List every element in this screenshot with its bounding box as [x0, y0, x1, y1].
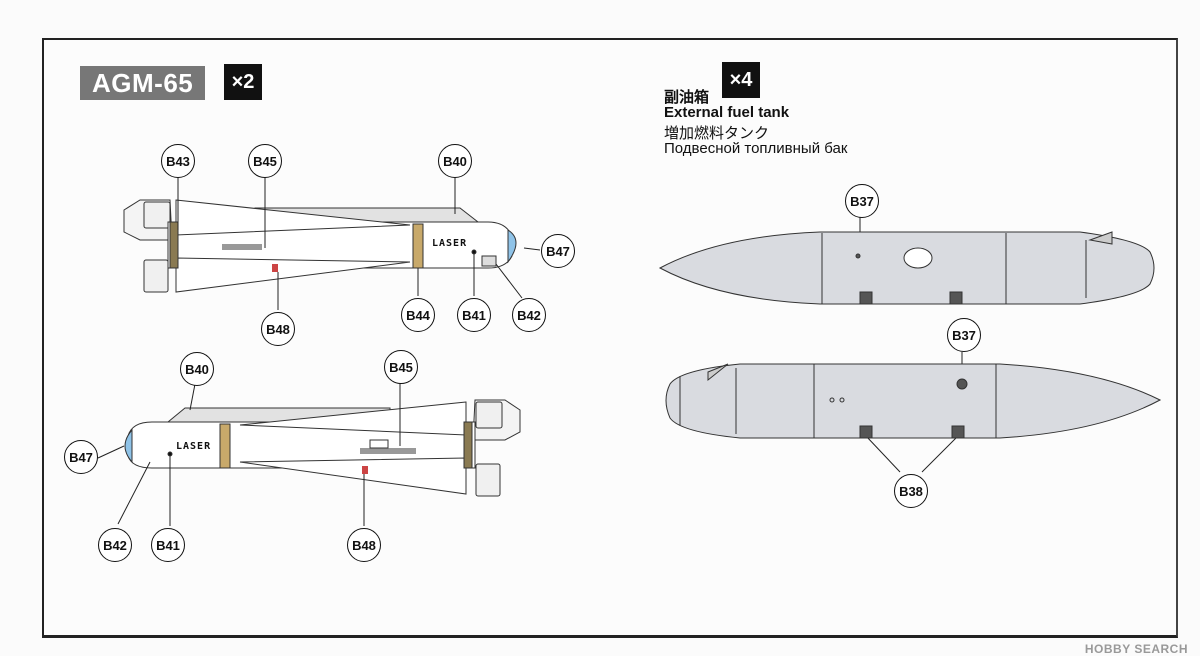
tank-bottom [665, 363, 1162, 439]
callout-b47-top: B47 [541, 234, 575, 268]
tank-bottom-vent-1 [829, 397, 835, 403]
callout-b40-bottom: B40 [180, 352, 214, 386]
missile-top-box [481, 255, 497, 267]
tank-bottom-vent-2 [839, 397, 845, 403]
callout-b47-bottom: B47 [64, 440, 98, 474]
callout-b41-top: B41 [457, 298, 491, 332]
missile-top-wing-upper [175, 199, 411, 236]
callout-b40-top: B40 [438, 144, 472, 178]
missile-top-dot [471, 249, 477, 255]
callout-b42-bottom: B42 [98, 528, 132, 562]
watermark: HOBBY SEARCH [1084, 642, 1188, 656]
leader-lines [97, 178, 963, 526]
missile-top-red-mark [272, 264, 278, 272]
tank-bottom-mount-1 [859, 425, 873, 439]
tank-top-dot [855, 253, 861, 259]
callout-b48-top: B48 [261, 312, 295, 346]
callout-b48-bottom: B48 [347, 528, 381, 562]
tank-top [658, 231, 1155, 305]
missile-bottom-red-mark [362, 466, 368, 474]
missile-bottom-wing-lower [239, 457, 467, 495]
missile-top-seeker [507, 229, 517, 264]
tank-name-ru: Подвесной топливный бак [664, 140, 848, 157]
tank-bottom-filler-cap [956, 378, 968, 390]
missile-top-rear-tube-bottom [143, 259, 169, 293]
callout-b44-top: B44 [401, 298, 435, 332]
tank-bottom-mount-2 [951, 425, 965, 439]
tank-name-jp: 増加燃料タンク [664, 125, 770, 142]
missile-bottom: LASER [124, 399, 521, 497]
tank-bottom-fin [707, 363, 729, 382]
tank-name-en: External fuel tank [664, 104, 790, 121]
callout-b43-top: B43 [161, 144, 195, 178]
callout-b41-bottom: B41 [151, 528, 185, 562]
tank-name-cn: 副油箱 [664, 89, 710, 106]
missile-bottom-wing-upper [239, 401, 467, 436]
callout-b37-tank-bottom: B37 [947, 318, 981, 352]
missile-top-laser-text: LASER [432, 238, 467, 249]
missile-top-band-mid [412, 223, 424, 269]
callout-b45-bottom: B45 [384, 350, 418, 384]
missile-top-wing-lower [175, 257, 411, 293]
missile-bottom-dot [167, 451, 173, 457]
callout-b42-top: B42 [512, 298, 546, 332]
missile-bottom-marking [360, 448, 416, 454]
missile-bottom-band-mid [219, 423, 231, 469]
missile-bottom-laser-text: LASER [176, 441, 211, 452]
missile-bottom-band-rear [463, 421, 473, 469]
tank-top-fin [1088, 231, 1113, 245]
missile-bottom-box [369, 439, 389, 449]
tank-top-body [658, 231, 1155, 305]
tank-top-filler-cap [903, 247, 933, 269]
missile-top-band-rear [169, 221, 179, 269]
callout-b45-top: B45 [248, 144, 282, 178]
tank-bottom-body [665, 363, 1162, 439]
tank-top-mount-2 [949, 291, 963, 305]
missile-top-marking [222, 244, 262, 250]
missile-bottom-rear-tube-bottom [475, 463, 501, 497]
missile-bottom-rear-tube-top [475, 401, 503, 429]
tank-quantity-badge: ×4 [722, 62, 760, 98]
missile-top: LASER [123, 199, 517, 293]
missile-bottom-seeker [124, 428, 133, 464]
callout-b38-tank-bottom: B38 [894, 474, 928, 508]
missile-top-rear-tube-top [143, 201, 171, 229]
missile-quantity-badge: ×2 [224, 64, 262, 100]
tank-top-mount-1 [859, 291, 873, 305]
missile-title-tag: AGM-65 [80, 66, 206, 100]
callout-b37-tank-top: B37 [845, 184, 879, 218]
instruction-frame [42, 38, 1178, 638]
